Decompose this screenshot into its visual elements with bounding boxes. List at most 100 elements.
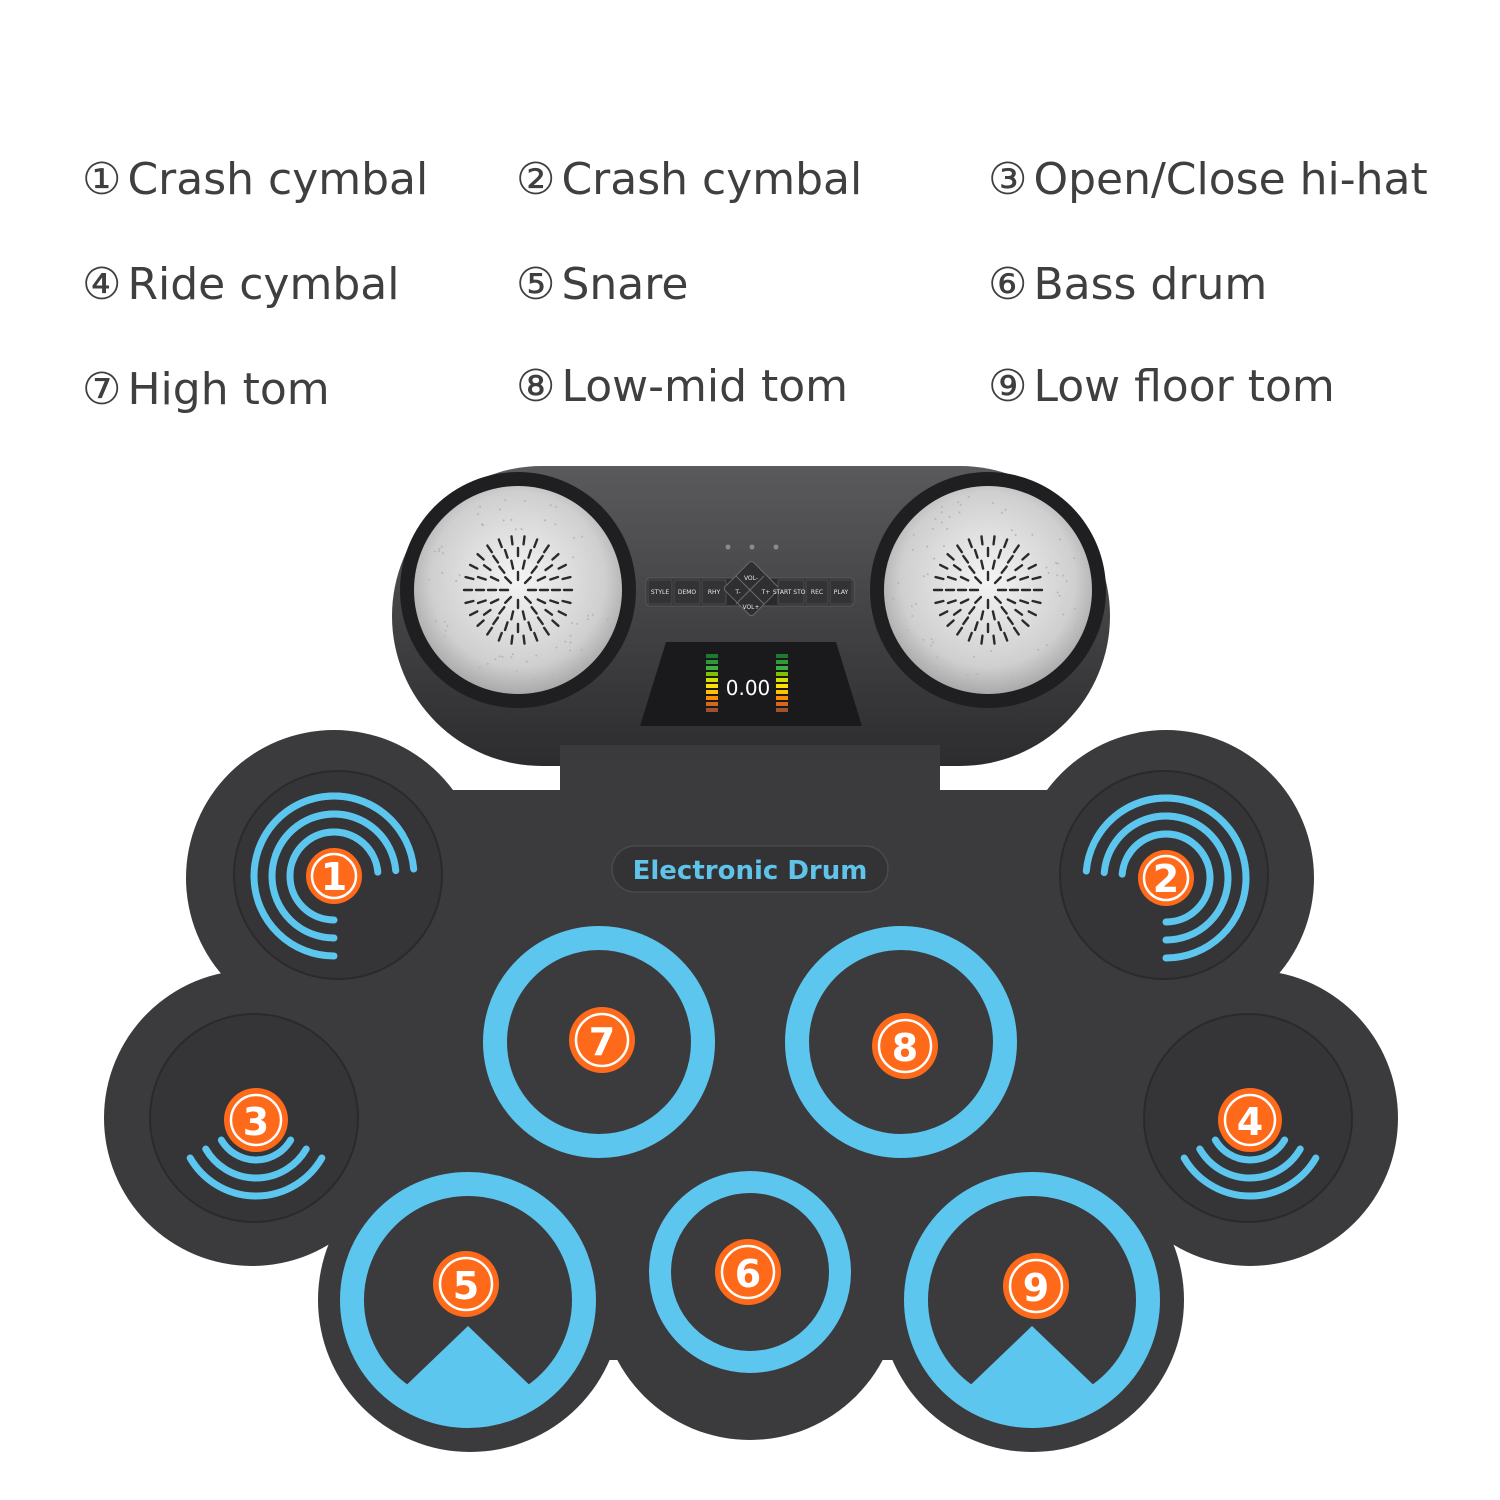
grill-dot [926,546,928,548]
grill-dot [935,666,937,668]
button-label: DEMO [678,589,697,596]
grill-dot [1056,574,1058,576]
grill-dot [477,513,479,515]
indicator-dot [774,545,779,550]
grill-dot [446,625,448,627]
grill-dot [949,516,951,518]
grill-dot [930,644,932,646]
rhythm-button[interactable]: RHY [702,580,726,604]
grill-dot [1062,613,1064,615]
grill-dot [576,623,578,625]
grill-dot [455,580,457,582]
meter-segment [776,690,788,694]
grill-slot [511,636,512,644]
grill-dot [935,518,937,520]
grill-dot [502,656,504,658]
pad-4-badge: 4 [1218,1088,1282,1152]
grill-dot [441,572,443,574]
pad-number: 1 [321,855,347,899]
brand-badge: Electronic Drum [612,846,888,892]
pad-3-badge: 3 [224,1088,288,1152]
play-button[interactable]: PLAY [830,580,852,604]
demo-button[interactable]: DEMO [674,580,700,604]
grill-dot [952,678,954,680]
grill-dot [968,496,970,498]
meter-segment [706,666,718,670]
grill-dot [1046,644,1048,646]
grill-dot [1011,529,1013,531]
style-button[interactable]: STYLE [648,580,672,604]
grill-dot [504,499,506,501]
grill-dot [1005,509,1007,511]
grill-dot [959,511,961,513]
grill-dot [906,629,908,631]
control-head: STYLE DEMO RHY VOL- VOL+ T- T+ START STO… [392,466,1110,805]
button-label: START STOP [773,589,810,596]
grill-dot [482,524,484,526]
grill-dot [1001,512,1003,514]
pad-6-badge: 6 [715,1239,781,1305]
meter-segment [776,702,788,706]
display-screen: 0.00 [640,642,862,726]
grill-dot [573,537,575,539]
grill-dot [936,657,938,659]
button-label: REC [811,589,823,596]
grill-dot [479,506,481,508]
grill-slot [994,536,995,544]
pad-number: 3 [243,1100,269,1144]
button-label: RHY [708,589,721,596]
grill-dot [957,501,959,503]
grill-dot [1031,534,1033,536]
grill-dot [992,502,994,504]
grill-dot [1057,563,1059,565]
meter-segment [706,690,718,694]
grill-dot [494,658,496,660]
meter-segment [706,696,718,700]
pad-1-badge: 1 [306,848,362,904]
grill-dot [555,647,557,649]
grill-dot [564,641,566,643]
grill-dot [587,615,589,617]
grill-dot [931,638,933,640]
grill-dot [912,549,914,551]
meter-segment [706,684,718,688]
start-stop-button[interactable]: START STOP [773,580,810,604]
grill-dot [1066,580,1068,582]
grill-dot [941,522,943,524]
grill-dot [487,663,489,665]
grill-dot [571,622,573,624]
pad-9-badge: 9 [1003,1253,1069,1319]
grill-dot [892,598,894,600]
grill-dot [570,635,572,637]
pad-number: 9 [1023,1266,1049,1310]
grill-dot [551,676,553,678]
dpad-up-label: VOL- [744,575,758,582]
grill-dot [1011,676,1013,678]
grill-dot [913,534,915,536]
record-button[interactable]: REC [806,580,828,604]
grill-dot [570,641,572,643]
grill-dot [441,546,443,548]
grill-dot [526,661,528,663]
dpad-right-label: T+ [761,589,771,596]
pad-2-badge: 2 [1138,850,1194,906]
grill-slot [981,536,982,544]
grill-dot [524,500,526,502]
grill-dot [1074,628,1076,630]
meter-segment [776,672,788,676]
grill-slot [981,636,982,644]
grill-dot [479,667,481,669]
grill-dot [535,654,537,656]
button-label: STYLE [651,589,669,596]
grill-dot [499,508,501,510]
meter-segment [776,708,788,712]
grill-dot [444,635,446,637]
grill-dot [550,504,552,506]
grill-dot [976,673,978,675]
grill-dot [428,578,430,580]
pad-number: 7 [589,1020,615,1064]
grill-dot [551,674,553,676]
grill-slot [524,536,525,544]
grill-dot [1059,538,1061,540]
